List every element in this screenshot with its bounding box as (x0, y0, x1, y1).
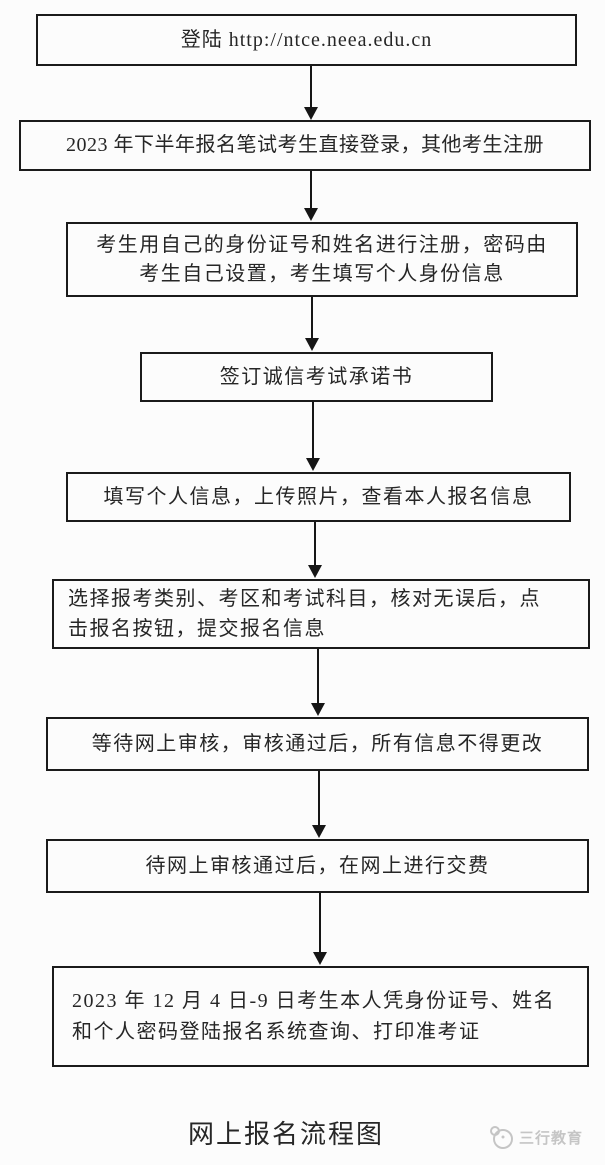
flowchart-caption: 网上报名流程图 (187, 1120, 384, 1149)
arrowhead-down-icon (312, 825, 326, 838)
flow-step-wait-online-review-label: 等待网上审核，审核通过后，所有信息不得更改 (91, 732, 544, 755)
flow-step-pay-online: 待网上审核通过后，在网上进行交费 (46, 839, 589, 893)
flow-step-sign-honesty-pledge: 签订诚信考试承诺书 (140, 352, 493, 402)
watermark: 三行教育 (488, 1124, 583, 1150)
sanxing-education-logo-icon (488, 1124, 514, 1150)
flow-step-login-or-register: 2023 年下半年报名笔试考生直接登录，其他考生注册 (19, 120, 591, 171)
watermark-text: 三行教育 (519, 1129, 584, 1147)
flow-step-visit-site: 登陆 http://ntce.neea.edu.cn (36, 14, 577, 66)
flow-step-register-with-id-label: 考生用自己的身份证号和姓名进行注册，密码由考生自己设置，考生填写个人身份信息 (96, 233, 548, 285)
arrowhead-down-icon (304, 107, 318, 120)
flow-step-pay-online-label: 待网上审核通过后，在网上进行交费 (145, 854, 490, 877)
arrow-stem (314, 522, 316, 566)
flow-step-print-admission-ticket: 2023 年 12 月 4 日-9 日考生本人凭身份证号、姓名和个人密码登陆报名… (52, 966, 589, 1067)
arrow-stem (312, 402, 314, 459)
flow-step-sign-honesty-pledge-label: 签订诚信考试承诺书 (219, 365, 414, 388)
arrowhead-down-icon (311, 703, 325, 716)
arrowhead-down-icon (306, 458, 320, 471)
arrowhead-down-icon (304, 208, 318, 221)
arrow-stem (319, 893, 321, 953)
flow-step-select-category-submit-label: 选择报考类别、考区和考试科目，核对无误后，点击报名按钮，提交报名信息 (68, 588, 541, 640)
flow-step-login-or-register-label: 2023 年下半年报名笔试考生直接登录，其他考生注册 (66, 134, 544, 156)
arrow-stem (311, 297, 313, 339)
arrowhead-down-icon (308, 565, 322, 578)
arrow-stem (317, 649, 319, 704)
arrowhead-down-icon (305, 338, 319, 351)
flow-step-register-with-id: 考生用自己的身份证号和姓名进行注册，密码由考生自己设置，考生填写个人身份信息 (66, 222, 578, 297)
arrow-stem (318, 771, 320, 826)
arrow-stem (310, 171, 312, 209)
arrowhead-down-icon (313, 952, 327, 965)
flow-step-fill-personal-info-label: 填写个人信息，上传照片，查看本人报名信息 (103, 485, 534, 508)
flow-step-select-category-submit: 选择报考类别、考区和考试科目，核对无误后，点击报名按钮，提交报名信息 (52, 579, 590, 649)
flow-step-fill-personal-info: 填写个人信息，上传照片，查看本人报名信息 (66, 472, 571, 522)
flow-step-wait-online-review: 等待网上审核，审核通过后，所有信息不得更改 (46, 717, 589, 771)
flow-step-print-admission-ticket-label: 2023 年 12 月 4 日-9 日考生本人凭身份证号、姓名和个人密码登陆报名… (72, 989, 556, 1043)
flow-step-visit-site-label: 登陆 http://ntce.neea.edu.cn (180, 28, 433, 51)
arrow-stem (310, 66, 312, 108)
